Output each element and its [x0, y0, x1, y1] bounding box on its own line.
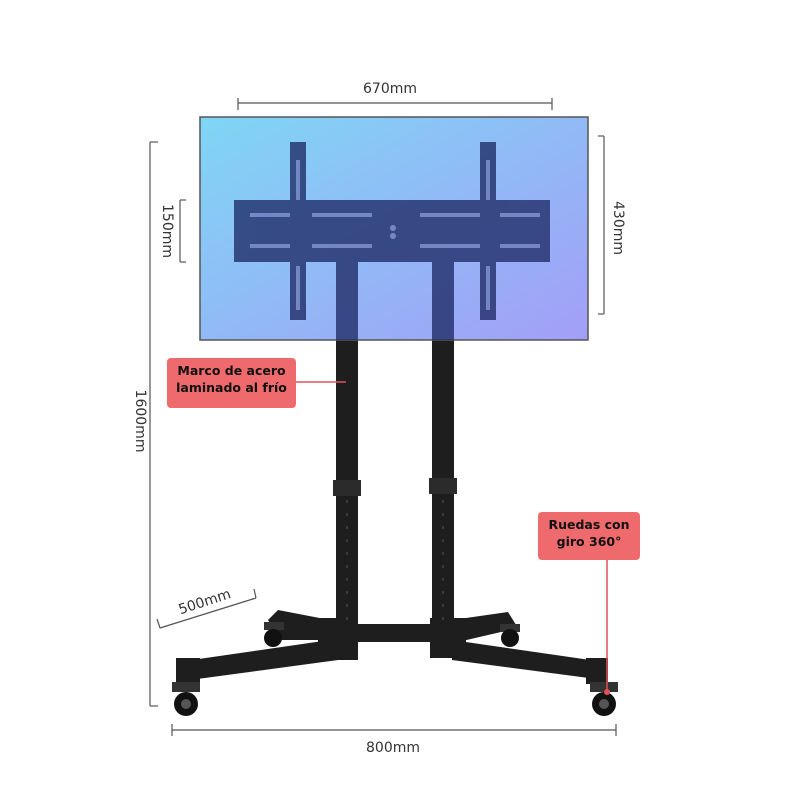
dimension-label-width-top: 670mm — [363, 81, 417, 97]
dimension-height-right — [598, 135, 605, 315]
dimension-label-height-right: 430mm — [610, 201, 626, 255]
dimension-label-bracket-spacing: 150mm — [159, 204, 175, 258]
dimension-bracket-spacing — [179, 199, 186, 263]
bracket-slots — [250, 160, 540, 310]
dimension-label-total-height: 1600mm — [132, 390, 148, 453]
caster-wheel-front-left — [172, 682, 200, 716]
dimension-label-base-width: 800mm — [366, 740, 420, 756]
dimension-base-width — [171, 724, 617, 736]
caster-wheel-back-right — [500, 624, 520, 647]
caster-wheel-front-right — [590, 682, 618, 716]
callout-frame: Marco de acero laminado al frío — [167, 358, 296, 408]
caster-wheel-back-left — [264, 622, 284, 647]
callout-frame-line2: laminado al frío — [176, 380, 287, 395]
callout-wheels-dot — [604, 689, 610, 695]
callout-wheels: Ruedas con giro 360° — [538, 512, 640, 560]
dimension-total-height — [149, 141, 158, 707]
base-frame — [176, 610, 608, 684]
support-pole-right — [429, 260, 457, 630]
callout-frame-line1: Marco de acero — [177, 363, 286, 378]
callout-wheels-line2: giro 360° — [556, 534, 622, 549]
callout-wheels-line1: Ruedas con — [548, 517, 630, 532]
dimension-width-top — [237, 98, 553, 110]
support-pole-left — [333, 260, 361, 630]
dimension-label-base-length: 500mm — [177, 586, 233, 618]
dimension-base-length — [156, 588, 257, 629]
mounting-bracket — [234, 142, 550, 340]
